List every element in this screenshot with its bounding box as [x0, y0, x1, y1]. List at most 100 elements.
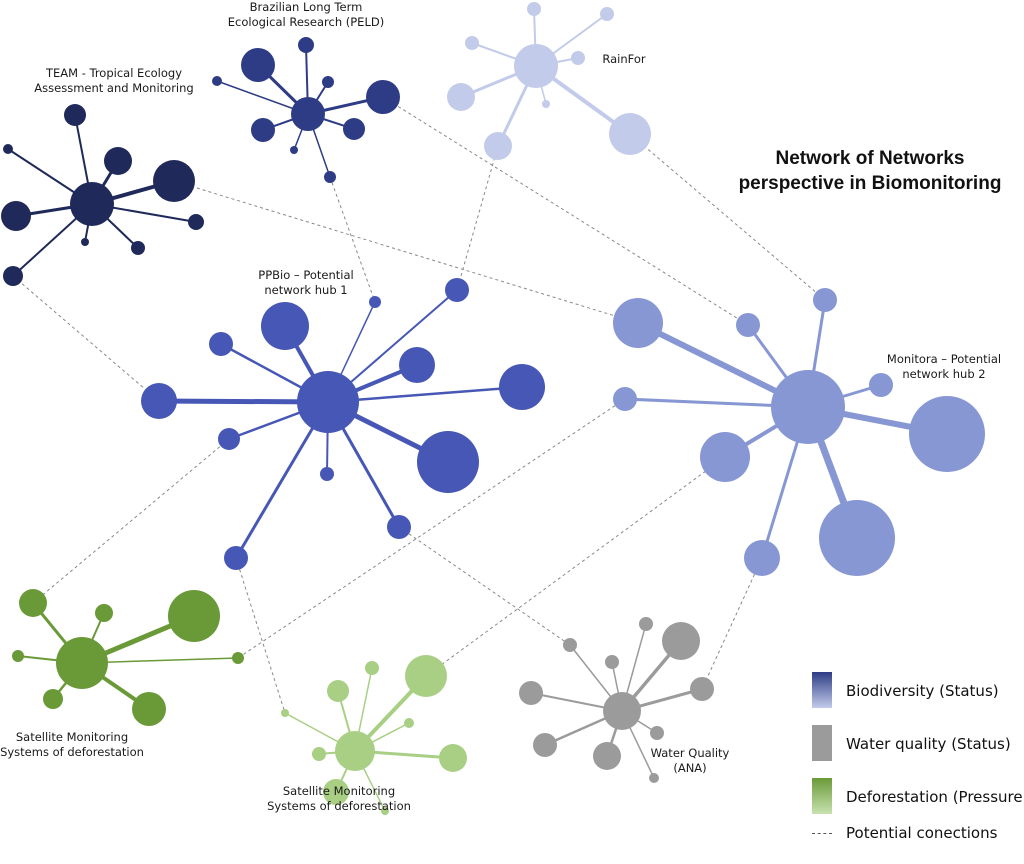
monitora-satellite-node [700, 432, 750, 482]
sat2-satellite-node [439, 744, 467, 772]
rainfor-satellite-node [484, 132, 512, 160]
team-satellite-node [81, 238, 89, 246]
potential-connection-peld-ppbio [329, 176, 376, 303]
legend-item-biodiversity: Biodiversity (Status) [812, 672, 1024, 712]
potential-connection-monitora-sat2 [425, 456, 726, 677]
ppbio-satellite-node [209, 332, 233, 356]
rainfor-label: RainFor [584, 52, 664, 67]
water-satellite-node [605, 655, 619, 669]
water-satellite-node [662, 622, 700, 660]
potential-connection-team-ppbio [12, 275, 160, 402]
water-satellite-node [650, 726, 664, 740]
nodes-layer [1, 2, 985, 815]
water-satellite-node [519, 681, 543, 705]
monitora-satellite-node [909, 396, 985, 472]
sat1-satellite-node [12, 650, 24, 662]
peld-satellite-node [290, 146, 298, 154]
water-satellite-node [649, 773, 659, 783]
peld-satellite-node [366, 80, 400, 114]
rainfor-satellite-node [447, 83, 475, 111]
legend-item-water-quality: Water quality (Status) [812, 725, 1024, 765]
ppbio-hub-node [297, 371, 359, 433]
sat2-satellite-node [312, 747, 326, 761]
monitora-label-line: Monitora – Potential [886, 352, 1002, 366]
monitora-satellite-node [744, 540, 780, 576]
sat2-label-line: Satellite Monitoring [282, 784, 396, 798]
rainfor-satellite-node [542, 100, 550, 108]
peld-satellite-node [212, 76, 222, 86]
rainfor-satellite-node [609, 113, 651, 155]
ppbio-label-line: network hub 1 [264, 283, 348, 297]
monitora-satellite-node [819, 500, 895, 576]
water-satellite-node [593, 742, 621, 770]
sat1-hub-node [56, 637, 108, 689]
legend-item-potential-connections: Potential conections [812, 824, 1024, 864]
legend-dash-line [812, 833, 832, 834]
team-label-line: TEAM - Tropical Ecology [45, 66, 183, 80]
peld-satellite-node [324, 171, 336, 183]
ppbio-satellite-node [224, 546, 248, 570]
ppbio-satellite-node [445, 278, 469, 302]
sat2-satellite-node [327, 680, 349, 702]
ppbio-satellite-node [369, 296, 381, 308]
sat1-satellite-node [43, 689, 63, 709]
potential-connections-layer [12, 96, 826, 714]
team-satellite-node [3, 266, 23, 286]
water-satellite-node [639, 617, 653, 631]
potential-connection-team-monitora [173, 180, 639, 324]
sat1-edge [81, 657, 239, 664]
peld-hub-node [291, 97, 325, 131]
sat1-satellite-node [95, 604, 113, 622]
legend-swatch-biodiversity [812, 672, 832, 708]
title-line-1: Network of Networks [775, 148, 965, 169]
ppbio-label-line: PPBio – Potential [258, 268, 354, 282]
ppbio-edge [327, 385, 523, 404]
sat2-satellite-node [323, 779, 349, 805]
legend-swatch-deforestation [812, 778, 832, 814]
potential-connection-ppbio-sat1 [32, 438, 230, 604]
peld-satellite-node [298, 37, 314, 53]
team-satellite-node [64, 104, 86, 126]
rainfor-satellite-node [527, 2, 541, 16]
network-diagram [1, 2, 985, 815]
legend-label-water-quality: Water quality (Status) [846, 735, 1011, 753]
water-label-line: (ANA) [673, 761, 707, 775]
peld-satellite-node [343, 118, 365, 140]
sat2-satellite-node [281, 709, 289, 717]
ppbio-satellite-node [141, 383, 177, 419]
potential-connection-rainfor-monitora [629, 133, 826, 301]
sat2-label-line: Systems of deforestation [267, 799, 411, 813]
monitora-satellite-node [613, 298, 663, 348]
potential-connection-ppbio-sat2 [235, 557, 286, 714]
potential-connection-monitora-water [701, 557, 763, 690]
sat1-satellite-node [19, 589, 47, 617]
title-line-2: perspective in Biomonitoring [738, 173, 1002, 194]
sat1-label-line: Satellite Monitoring [15, 730, 129, 744]
team-satellite-node [104, 147, 132, 175]
rainfor-satellite-node [600, 7, 614, 21]
team-satellite-node [153, 160, 195, 202]
legend-label-potential-connections: Potential conections [846, 824, 998, 842]
monitora-satellite-node [736, 313, 760, 337]
sat2-satellite-node [381, 807, 389, 815]
ppbio-satellite-node [499, 364, 545, 410]
ppbio-satellite-node [399, 347, 435, 383]
water-satellite-node [563, 638, 577, 652]
sat2-satellite-node [405, 655, 447, 697]
team-satellite-node [188, 214, 204, 230]
sat2-hub-node [335, 731, 375, 771]
monitora-satellite-node [813, 288, 837, 312]
monitora-label-line: network hub 2 [902, 367, 986, 381]
team-hub-node [70, 182, 114, 226]
sat2-satellite-node [404, 718, 414, 728]
ppbio-satellite-node [320, 467, 334, 481]
team-satellite-node [1, 201, 31, 231]
legend-label-deforestation: Deforestation (Pressure) [846, 788, 1024, 806]
peld-label-line: Ecological Research (PELD) [227, 15, 385, 29]
